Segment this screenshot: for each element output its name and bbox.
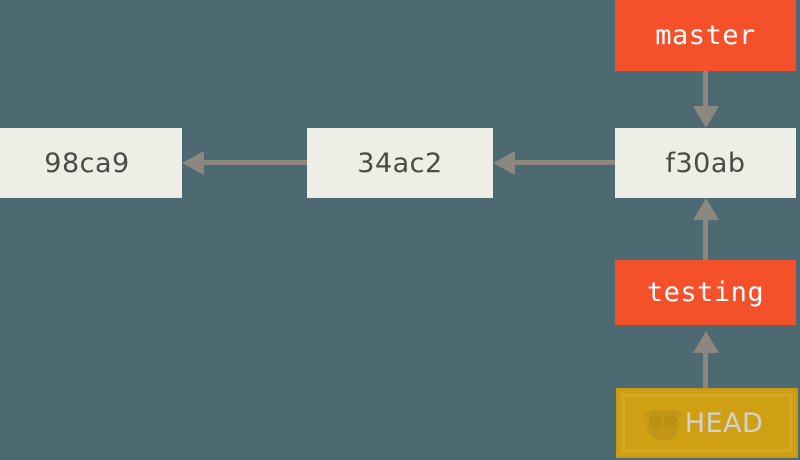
branch-label-master-text: master bbox=[655, 20, 756, 51]
arrowhead-left-icon bbox=[493, 150, 515, 175]
commit-node-f30ab-text: f30ab bbox=[665, 147, 746, 179]
commit-node-98ca9-text: 98ca9 bbox=[44, 147, 130, 179]
branch-label-testing-text: testing bbox=[646, 277, 765, 308]
branch-label-master[interactable]: master bbox=[615, 0, 796, 71]
head-pointer[interactable]: HEAD bbox=[616, 388, 798, 458]
arrowhead-up-icon bbox=[692, 331, 719, 353]
arrowhead-up-icon bbox=[692, 198, 719, 220]
arrow-head-to-testing bbox=[692, 331, 719, 390]
commit-node-34ac2-text: 34ac2 bbox=[357, 147, 443, 179]
arrow-f30ab-to-34ac2 bbox=[493, 150, 615, 175]
arrowhead-left-icon bbox=[182, 150, 204, 175]
arrow-testing-to-f30ab bbox=[692, 198, 719, 260]
arrowhead-down-icon bbox=[692, 106, 719, 128]
face-icon bbox=[643, 409, 683, 441]
arrow-34ac2-to-98ca9 bbox=[182, 150, 307, 175]
commit-node-f30ab[interactable]: f30ab bbox=[615, 128, 796, 198]
arrow-master-to-f30ab bbox=[692, 71, 719, 128]
commit-node-98ca9[interactable]: 98ca9 bbox=[0, 128, 182, 198]
head-pointer-label: HEAD bbox=[684, 407, 764, 439]
branch-label-testing[interactable]: testing bbox=[615, 260, 796, 325]
commit-node-34ac2[interactable]: 34ac2 bbox=[307, 128, 493, 198]
